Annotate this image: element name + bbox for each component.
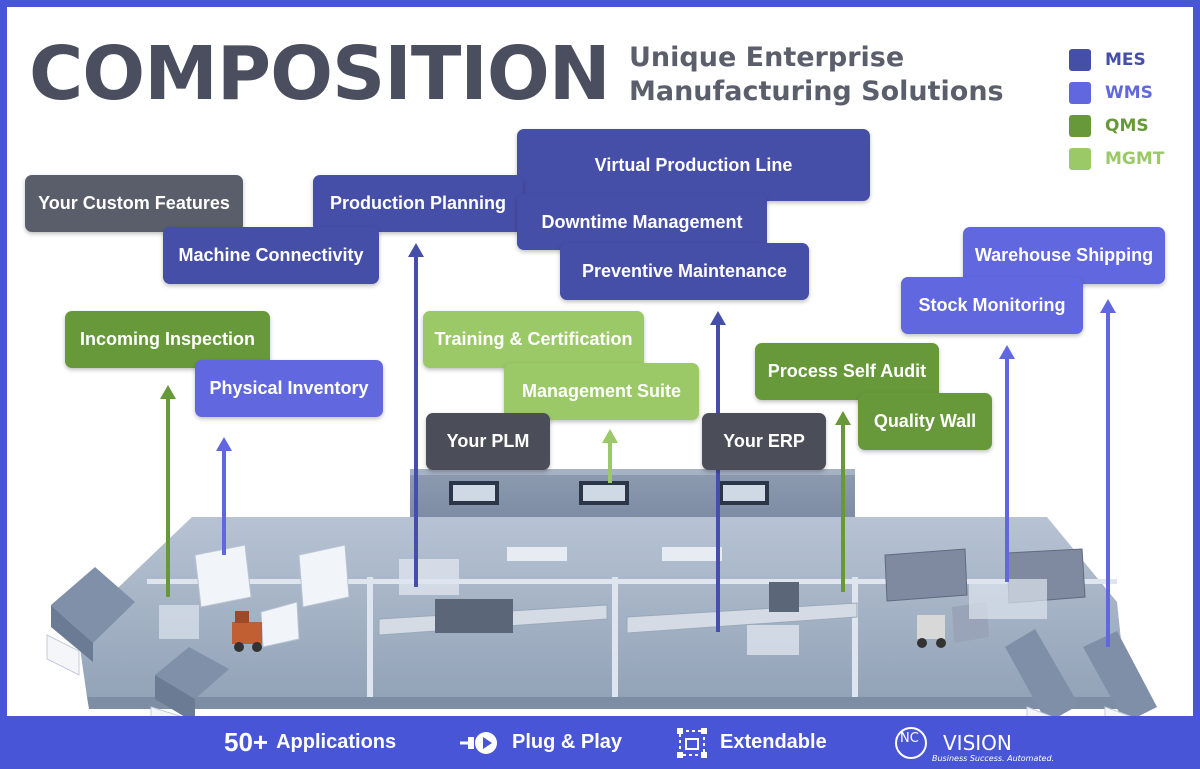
plug-play-feature: Plug & Play <box>458 716 622 769</box>
feature-your-erp[interactable]: Your ERP <box>702 413 826 470</box>
truck-left-back <box>46 567 135 676</box>
feature-stock-monitoring[interactable]: Stock Monitoring <box>901 277 1083 334</box>
feature-management-suite[interactable]: Management Suite <box>504 363 699 420</box>
feature-production-planning[interactable]: Production Planning <box>313 175 523 232</box>
legend-swatch <box>1069 147 1091 170</box>
legend-label: MES <box>1105 49 1146 70</box>
arrow-preventive-maintenance <box>710 311 726 632</box>
arrow-management-suite <box>602 429 618 483</box>
feature-training-certification[interactable]: Training & Certification <box>423 311 644 368</box>
bottom-bar: 50+ Applications Plug & Play Extendable … <box>0 716 1200 769</box>
arrow-physical-inventory <box>216 437 232 555</box>
feature-preventive-maintenance[interactable]: Preventive Maintenance <box>560 243 809 300</box>
page-title: COMPOSITION <box>29 31 611 117</box>
arrow-stock-monitoring <box>999 345 1015 582</box>
legend-item-mgmt: MGMT <box>1069 142 1164 175</box>
arrow-production-planning <box>408 243 424 587</box>
feature-incoming-inspection[interactable]: Incoming Inspection <box>65 311 270 368</box>
back-wall <box>410 469 855 525</box>
receiving-area <box>159 544 350 652</box>
legend: MES WMS QMS MGMT <box>1069 43 1164 175</box>
legend-swatch <box>1069 48 1091 71</box>
extendable-icon <box>677 727 707 758</box>
legend-swatch <box>1069 81 1091 104</box>
arrow-process-self-audit <box>835 411 851 592</box>
legend-swatch <box>1069 114 1091 137</box>
legend-label: WMS <box>1105 82 1153 103</box>
feature-your-plm[interactable]: Your PLM <box>426 413 550 470</box>
plug-play-label: Plug & Play <box>512 731 623 753</box>
subtitle-line-2: Manufacturing Solutions <box>629 76 1004 107</box>
production-line <box>378 547 858 655</box>
feature-warehouse-shipping[interactable]: Warehouse Shipping <box>963 227 1165 284</box>
feature-downtime-management[interactable]: Downtime Management <box>517 194 767 250</box>
legend-label: MGMT <box>1105 148 1165 169</box>
applications-count: 50+ <box>224 727 269 757</box>
extendable-label: Extendable <box>720 731 827 753</box>
feature-physical-inventory[interactable]: Physical Inventory <box>195 360 383 417</box>
arrow-warehouse-shipping <box>1100 299 1116 647</box>
legend-item-mes: MES <box>1069 43 1164 76</box>
legend-item-qms: QMS <box>1069 109 1164 142</box>
factory-scene <box>46 243 1157 753</box>
legend-label: QMS <box>1105 115 1149 136</box>
applications-label: Applications <box>276 731 397 753</box>
legend-item-wms: WMS <box>1069 76 1164 109</box>
extendable-feature: Extendable <box>676 716 827 769</box>
nc-vision-logo-mark <box>895 726 927 759</box>
feature-virtual-production-line[interactable]: Virtual Production Line <box>517 129 870 201</box>
brand-nc: NC <box>900 731 919 746</box>
feature-your-custom-features[interactable]: Your Custom Features <box>25 175 243 232</box>
page-subtitle: Unique Enterprise Manufacturing Solution… <box>629 41 1004 109</box>
plug-play-icon <box>460 731 497 754</box>
nc-vision-logo: NC VISION <box>893 716 1012 769</box>
brand-tagline: Business Success. Automated. <box>932 754 1055 763</box>
warehouse-area <box>884 548 1086 648</box>
applications-stat: 50+ Applications <box>224 716 396 769</box>
brand-vision: VISION <box>943 730 1012 755</box>
subtitle-line-1: Unique Enterprise <box>629 42 905 73</box>
feature-process-self-audit[interactable]: Process Self Audit <box>755 343 939 400</box>
feature-machine-connectivity[interactable]: Machine Connectivity <box>163 227 379 284</box>
feature-quality-wall[interactable]: Quality Wall <box>858 393 992 450</box>
arrow-incoming-inspection <box>160 385 176 597</box>
